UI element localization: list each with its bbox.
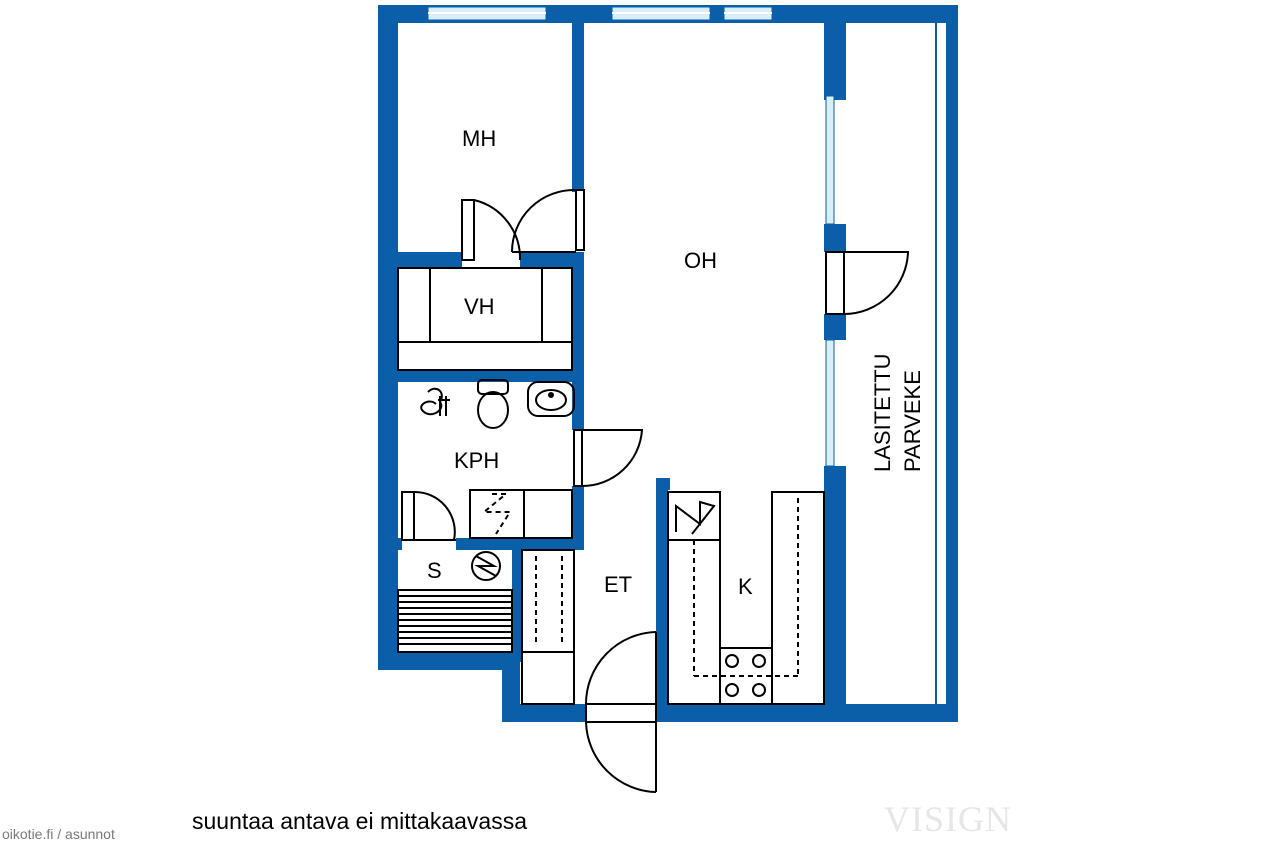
label-oh: OH [684, 248, 717, 273]
site-label: oikotie.fi / asunnot [2, 826, 115, 842]
scale-note: suuntaa antava ei mittakaavassa [192, 808, 527, 834]
label-mh: MH [462, 126, 496, 151]
fixtures [397, 267, 825, 705]
label-vh: VH [464, 294, 495, 319]
label-et: ET [604, 572, 632, 597]
label-balcony-line1: LASITETTU [870, 353, 895, 472]
watermark: VISIGN [884, 799, 1012, 839]
windows [427, 6, 845, 467]
walls [378, 5, 958, 722]
label-kph: KPH [454, 448, 499, 473]
doors [401, 188, 910, 793]
label-s: S [427, 558, 442, 583]
label-balcony-line2: PARVEKE [900, 370, 925, 472]
label-k: K [738, 574, 753, 599]
room-labels: MH OH VH KPH S ET K LASITETTU PARVEKE [427, 126, 925, 599]
